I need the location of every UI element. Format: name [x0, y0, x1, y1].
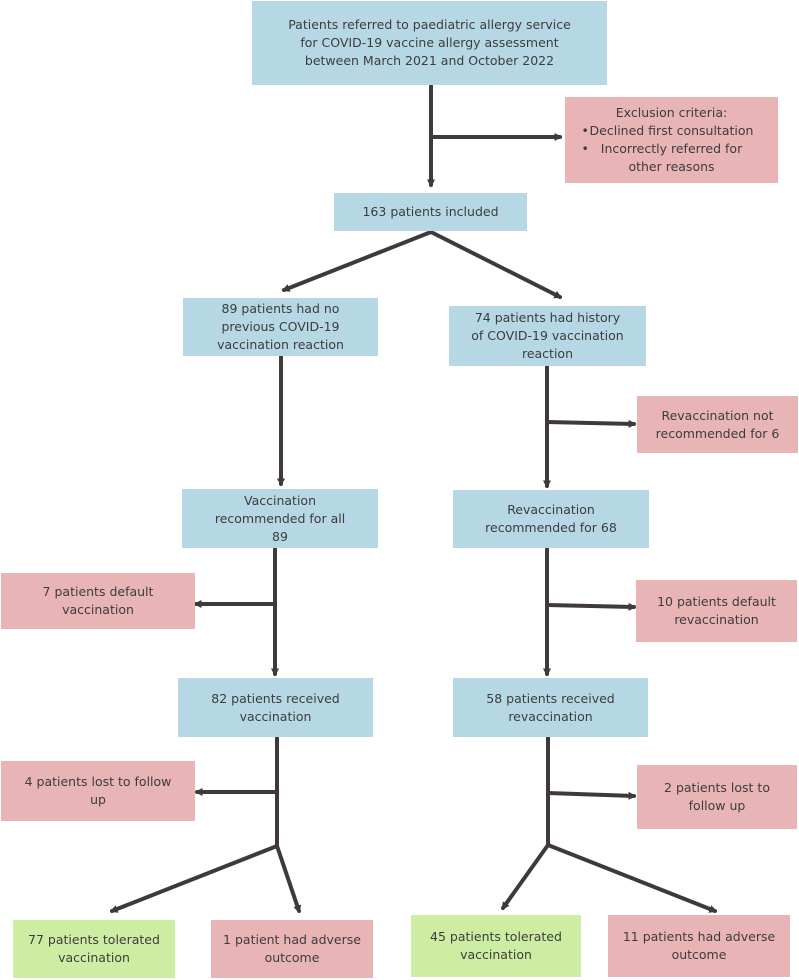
arrow-included-to-no-reaction	[281, 230, 433, 292]
revacc-not-recommended-line-1: Revaccination not	[661, 407, 774, 423]
arrow-to-revacc-not-recommended	[545, 419, 637, 428]
vacc-recommended-line-1: Vaccination	[244, 492, 316, 508]
exclusion-item: • Incorrectly referred for	[582, 140, 754, 158]
exclusion-item-continued: other reasons	[590, 158, 754, 176]
tolerated-left-line-1: 77 patients tolerated	[28, 932, 160, 947]
default-vacc-line-2: vaccination	[62, 602, 134, 617]
received-revacc-line-1: 58 patients received	[486, 690, 615, 706]
default-revacc-line-1: 10 patients default	[657, 594, 776, 609]
tolerated-right-line-2: vaccination	[460, 947, 532, 962]
bullet-icon: •	[581, 141, 589, 156]
lost-to-follow-up-left-box: 4 patients lost to follow up	[1, 761, 195, 821]
tolerated-left-box: 77 patients tolerated vaccination	[13, 920, 175, 978]
adverse-right-line-2: outcome	[671, 947, 727, 962]
default-revacc-box: 10 patients default revaccination	[636, 580, 797, 642]
lost-right-line-1: 2 patients lost to	[664, 780, 770, 795]
arrow-to-default-revacc	[545, 602, 637, 611]
referred-line-3: between March 2021 and October 2022	[304, 53, 555, 68]
arrow-to-tolerated-right	[501, 843, 550, 911]
arrow-to-adverse-left	[275, 844, 302, 914]
exclusion-item-text: Declined first consultation	[589, 123, 754, 138]
exclusion-item-text: Incorrectly referred for	[600, 141, 743, 156]
adverse-left-line-2: outcome	[264, 950, 320, 965]
revacc-not-recommended-line-2: recommended for 6	[655, 425, 780, 441]
default-revacc-line-2: revaccination	[674, 612, 759, 627]
included-box: 163 patients included	[334, 193, 527, 231]
lost-left-line-1: 4 patients lost to follow	[24, 774, 172, 789]
revacc-recommended-box: Revaccination recommended for 68	[453, 490, 649, 548]
arrow-to-tolerated-left	[109, 844, 279, 913]
arrow-to-adverse-right	[546, 843, 718, 913]
received-vacc-line-2: vaccination	[239, 708, 312, 724]
tolerated-left-line-2: vaccination	[58, 950, 130, 965]
vacc-recommended-box: Vaccination recommended for all 89	[182, 489, 378, 548]
exclusion-box: Exclusion criteria: • Declined first con…	[565, 97, 778, 183]
history-reaction-line-1: 74 patients had history	[474, 310, 621, 325]
adverse-left-box: 1 patient had adverse outcome	[211, 920, 373, 978]
tolerated-right-line-1: 45 patients tolerated	[430, 929, 562, 944]
arrow-included-to-history	[429, 230, 563, 299]
bullet-icon: •	[581, 123, 589, 138]
revacc-not-recommended-box: Revaccination not recommended for 6	[637, 396, 798, 453]
exclusion-list: • Declined first consultation • Incorrec…	[582, 122, 754, 176]
history-reaction-box: 74 patients had history of COVID-19 vacc…	[449, 306, 646, 366]
exclusion-item-text: other reasons	[628, 159, 715, 174]
received-vacc-line-1: 82 patients received	[211, 690, 340, 706]
default-vacc-box: 7 patients default vaccination	[1, 573, 195, 629]
included-line-1: 163 patients included	[362, 204, 499, 219]
no-reaction-line-1: 89 patients had no	[221, 301, 340, 316]
tolerated-right-box: 45 patients tolerated vaccination	[411, 915, 581, 977]
revacc-recommended-line-2: recommended for 68	[485, 520, 617, 535]
referred-box: Patients referred to paediatric allergy …	[252, 1, 607, 85]
lost-to-follow-up-right-box: 2 patients lost to follow up	[637, 765, 797, 829]
vacc-recommended-line-2: recommended for all	[214, 510, 346, 526]
adverse-right-box: 11 patients had adverse outcome	[608, 915, 790, 977]
adverse-right-line-1: 11 patients had adverse	[622, 929, 776, 944]
history-reaction-line-3: reaction	[521, 346, 574, 361]
referred-line-1: Patients referred to paediatric allergy …	[288, 17, 571, 32]
default-vacc-line-1: 7 patients default	[42, 584, 154, 599]
received-vacc-box: 82 patients received vaccination	[178, 678, 373, 737]
exclusion-item: • Declined first consultation	[582, 122, 754, 140]
vacc-recommended-line-3: 89	[272, 528, 288, 544]
lost-right-line-2: follow up	[688, 798, 746, 813]
no-reaction-line-3: vaccination reaction	[217, 337, 344, 352]
lost-left-line-2: up	[90, 792, 106, 807]
revacc-recommended-line-1: Revaccination	[507, 502, 595, 517]
no-reaction-line-2: previous COVID-19	[221, 319, 340, 334]
received-revacc-box: 58 patients received revaccination	[453, 678, 648, 737]
no-reaction-box: 89 patients had no previous COVID-19 vac…	[183, 298, 378, 356]
exclusion-title: Exclusion criteria:	[615, 105, 728, 120]
received-revacc-line-2: revaccination	[508, 708, 593, 724]
adverse-left-line-1: 1 patient had adverse	[223, 932, 361, 947]
arrow-to-lost-right	[546, 791, 637, 800]
history-reaction-line-2: of COVID-19 vaccination	[471, 328, 624, 343]
referred-line-2: for COVID-19 vaccine allergy assessment	[300, 35, 559, 50]
